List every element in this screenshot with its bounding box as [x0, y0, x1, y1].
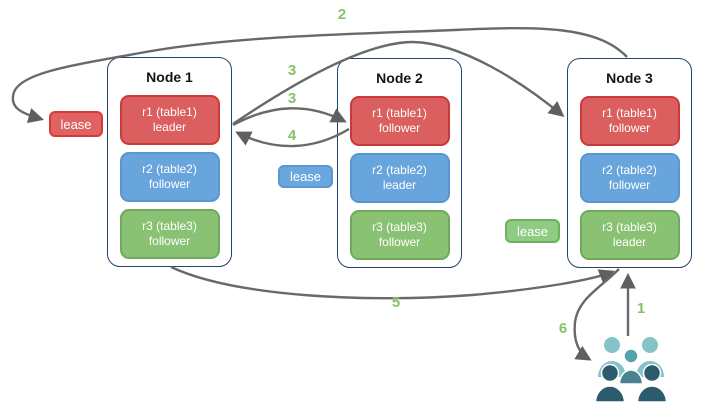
arrow-step3-node1-to-node2 [232, 107, 347, 127]
node-3-box: Node 3 r1 (table1) follower r2 (table2) … [567, 58, 692, 268]
step-label-3-to-node3: 3 [287, 62, 297, 79]
replica-label: r3 (table3) [602, 219, 657, 234]
replica-label: r2 (table2) [142, 161, 197, 176]
step-label-6: 6 [558, 320, 568, 337]
step-label-5: 5 [391, 294, 401, 311]
users-group-icon [594, 337, 668, 402]
replica-label: r3 (table3) [142, 218, 197, 233]
replica-label: r1 (table1) [602, 105, 657, 120]
node1-replica-r1: r1 (table1) leader [119, 95, 220, 145]
lease-badge-table3: lease [505, 219, 560, 243]
node3-replica-r2: r2 (table2) follower [579, 153, 680, 203]
replica-role: leader [382, 178, 417, 192]
arrow-step2-node3-to-lease [11, 26, 628, 124]
node1-replica-r2: r2 (table2) follower [119, 152, 220, 202]
replica-label: r2 (table2) [602, 162, 657, 177]
node-2-box: Node 2 r1 (table1) follower r2 (table2) … [337, 58, 462, 268]
replica-label: r1 (table1) [372, 105, 427, 120]
replica-role: follower [148, 177, 191, 191]
node3-replica-r3: r3 (table3) leader [579, 210, 680, 260]
user-bottom-left [594, 363, 626, 402]
node2-replica-r2: r2 (table2) leader [349, 153, 450, 203]
step-label-4: 4 [287, 127, 297, 144]
node-2-title: Node 2 [376, 70, 423, 86]
node-3-title: Node 3 [606, 70, 653, 86]
lease-badge-table2: lease [278, 165, 333, 188]
step-label-1: 1 [636, 300, 646, 317]
replica-role: follower [608, 121, 651, 135]
step-label-3-to-node2: 3 [287, 90, 297, 107]
node2-replica-r3: r3 (table3) follower [349, 210, 450, 260]
replica-role: follower [378, 235, 421, 249]
node2-replica-r1: r1 (table1) follower [349, 96, 450, 146]
lease-badge-table1: lease [49, 111, 103, 137]
node-1-box: Node 1 r1 (table1) leader r2 (table2) fo… [107, 57, 232, 267]
replica-role: leader [152, 120, 187, 134]
replica-role: follower [148, 234, 191, 248]
replica-role: leader [612, 235, 647, 249]
replica-label: r2 (table2) [372, 162, 427, 177]
node1-replica-r3: r3 (table3) follower [119, 209, 220, 259]
node-1-title: Node 1 [146, 69, 193, 85]
replica-label: r1 (table1) [142, 104, 197, 119]
user-middle [618, 348, 644, 385]
replica-role: follower [608, 178, 651, 192]
replica-role: follower [378, 121, 421, 135]
node3-replica-r1: r1 (table1) follower [579, 96, 680, 146]
replica-label: r3 (table3) [372, 219, 427, 234]
user-bottom-right [636, 363, 668, 402]
step-label-2: 2 [337, 6, 347, 23]
